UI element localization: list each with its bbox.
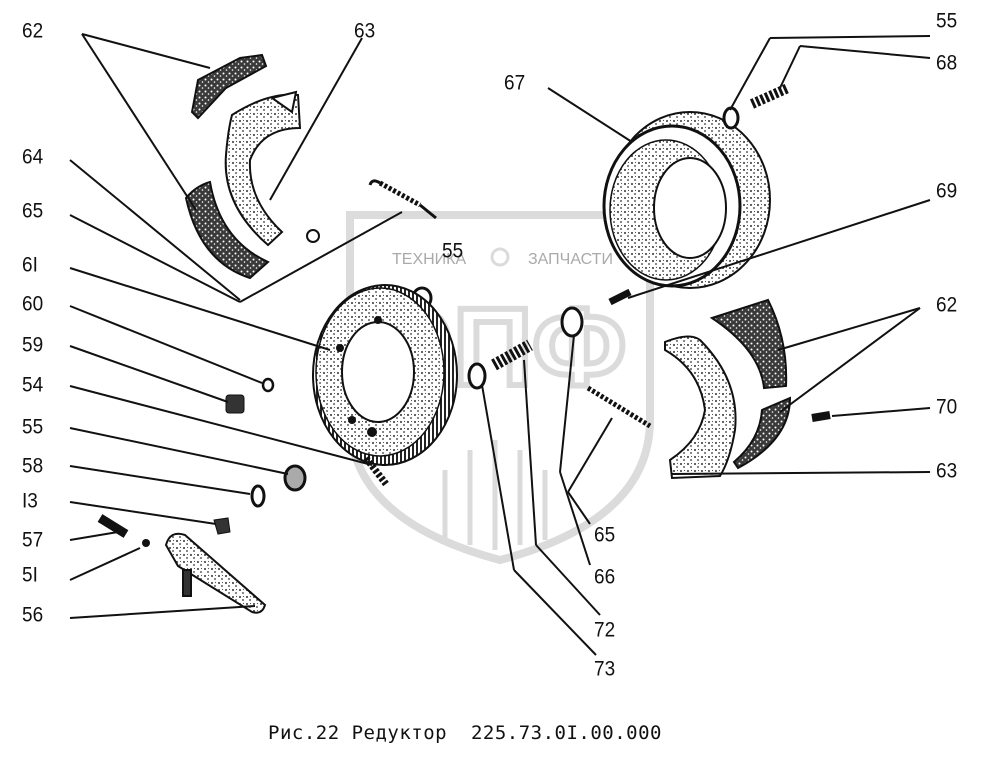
bolt-72 (491, 339, 533, 371)
washer-51 (142, 539, 150, 547)
bolt-57 (97, 514, 129, 538)
ring-58 (250, 484, 266, 508)
washer-55-right (722, 106, 740, 130)
label-55-left: 55 (22, 415, 44, 440)
lining-pad-top-left (190, 53, 268, 120)
label-62-top: 62 (22, 19, 44, 44)
label-58: 58 (22, 454, 44, 479)
label-64: 64 (22, 145, 44, 170)
label-57: 57 (22, 528, 44, 553)
screw-70 (811, 411, 831, 422)
flange-disc (312, 284, 458, 466)
lining-left (184, 180, 270, 280)
label-60: 60 (22, 292, 44, 317)
label-61: 6I (22, 253, 38, 278)
leader-lines (69, 33, 931, 656)
spring-right (586, 385, 652, 429)
label-51: 5I (22, 563, 38, 588)
label-55-center: 55 (442, 239, 464, 264)
washer-55-lower (283, 464, 307, 492)
brake-drum (602, 111, 771, 289)
label-54: 54 (22, 373, 44, 398)
label-67: 67 (504, 71, 526, 96)
label-63-right: 63 (936, 459, 958, 484)
label-72: 72 (594, 618, 616, 643)
brake-shoe-right (664, 335, 737, 480)
lever-arm (164, 532, 267, 614)
label-68: 68 (936, 51, 958, 76)
bolt-68 (749, 83, 791, 109)
lining-right-lower (732, 396, 792, 470)
label-56: 56 (22, 603, 44, 628)
label-62-right: 62 (936, 293, 958, 318)
watermark-text-right: ЗАПЧАСТИ (528, 251, 613, 268)
plate-66 (560, 306, 584, 338)
label-69: 69 (936, 179, 958, 204)
spring-top (368, 179, 437, 220)
label-59: 59 (22, 333, 44, 358)
pin-69 (608, 288, 632, 306)
figure-caption: Рис.22 Редуктор 225.73.0I.00.000 (268, 722, 662, 744)
label-65-right: 65 (594, 523, 616, 548)
label-70: 70 (936, 395, 958, 420)
washer-60 (261, 377, 275, 393)
brake-shoe-top-left (224, 90, 320, 247)
nut-59 (225, 394, 245, 414)
lining-right-upper (709, 298, 788, 390)
watermark-text-left: ТЕХНИКА (392, 251, 466, 268)
label-66: 66 (594, 565, 616, 590)
label-65-left: 65 (22, 199, 44, 224)
label-63-top: 63 (354, 19, 376, 44)
label-55-right: 55 (936, 9, 958, 34)
label-73: 73 (594, 657, 616, 682)
fitting-13 (213, 517, 231, 535)
label-13: I3 (22, 489, 38, 514)
washer-73 (467, 362, 487, 390)
pin-54 (363, 455, 389, 487)
